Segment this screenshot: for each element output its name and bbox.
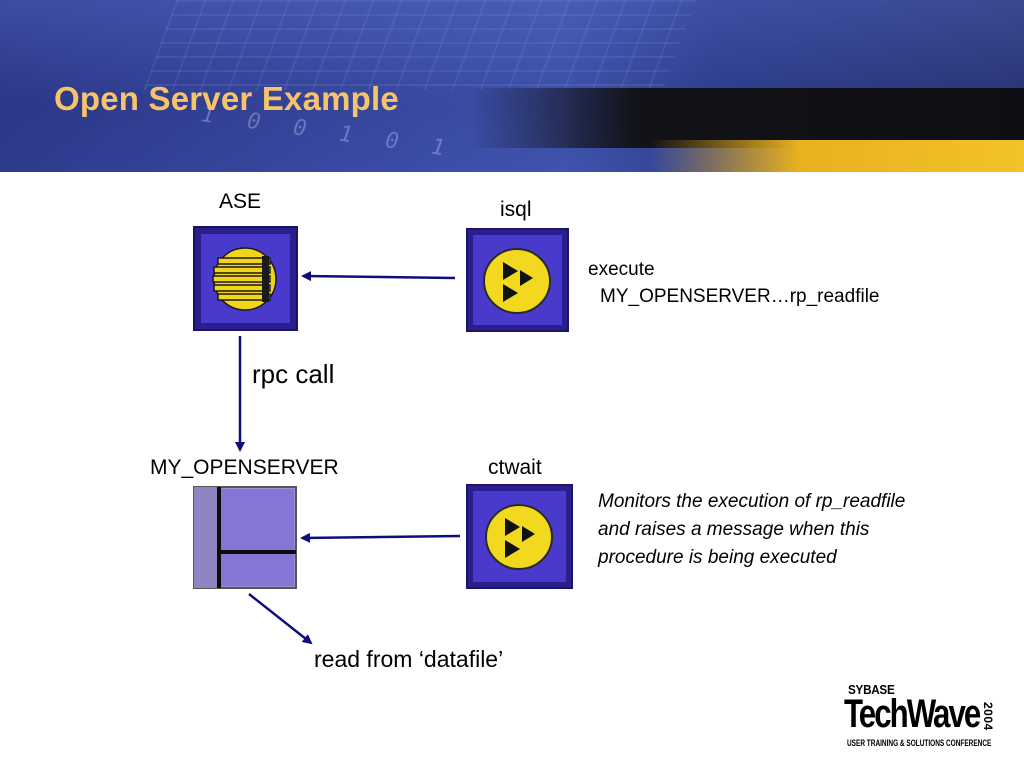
arrow-isql-to-ase <box>301 271 456 282</box>
openserver-node <box>193 486 297 589</box>
techwave-logo: SYBASE TechWave 2004 USER TRAINING & SOL… <box>844 682 1004 752</box>
play-forward-icon <box>485 504 553 570</box>
ctwait-note-line3: procedure is being executed <box>598 547 837 568</box>
logo-name: TechWave <box>844 692 981 736</box>
ctwait-note-line1: Monitors the execution of rp_readfile <box>598 491 906 512</box>
arrow-openserver-to-datafile <box>248 593 313 645</box>
ctwait-label: ctwait <box>488 456 542 479</box>
openserver-label: MY_OPENSERVER <box>150 456 339 479</box>
ase-node <box>193 226 298 331</box>
arrow-ctwait-to-openserver <box>300 532 461 543</box>
logo-tagline: USER TRAINING & SOLUTIONS CONFERENCE <box>847 738 992 748</box>
rpc-call-label: rpc call <box>252 359 335 389</box>
isql-command-line1: execute <box>588 259 655 280</box>
logo-brand: SYBASE <box>848 682 895 697</box>
page-title: Open Server Example <box>54 80 399 117</box>
ase-label: ASE <box>219 190 262 213</box>
read-datafile-label: read from ‘datafile’ <box>314 646 504 672</box>
ctwait-note-line2: and raises a message when this <box>598 519 870 540</box>
ctwait-node <box>466 484 573 589</box>
database-icon <box>212 247 277 311</box>
header-banner: 1 0 0 1 0 1 <box>0 0 1024 172</box>
banner-gold-stripe <box>650 140 1024 172</box>
isql-label: isql <box>500 198 532 221</box>
logo-year: 2004 <box>981 702 995 731</box>
isql-node <box>466 228 569 332</box>
banner-dark-stripe <box>470 88 1024 148</box>
play-forward-icon <box>483 248 551 314</box>
isql-command-line2: MY_OPENSERVER…rp_readfile <box>600 286 880 307</box>
